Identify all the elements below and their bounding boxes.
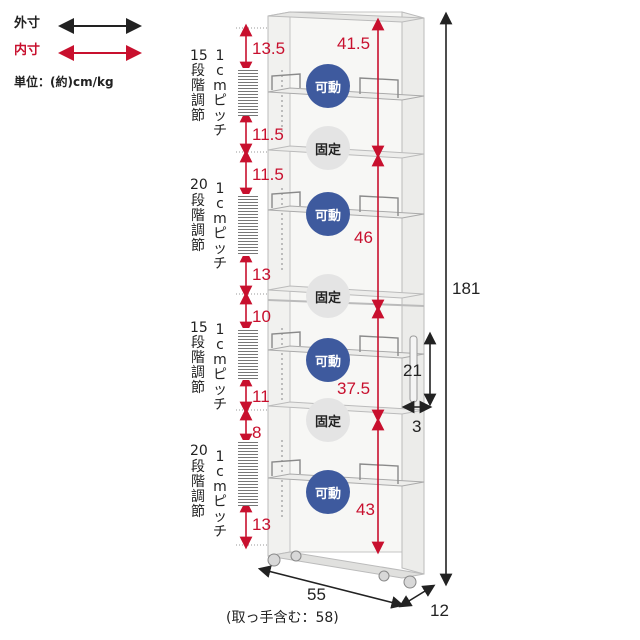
inner-height-3: 37.5 — [337, 379, 371, 398]
side-group-4-count: 20 — [190, 443, 208, 459]
dim-left-5: 10 — [252, 307, 271, 326]
side-group-2-pitch: 1cmピッチ — [213, 181, 227, 272]
rack-top-board — [267, 11, 425, 23]
inner-height-2: 46 — [354, 228, 373, 247]
inner-height-4: 43 — [356, 500, 375, 519]
handle-height: 21 — [403, 361, 422, 380]
dim-left-6: 11 — [252, 387, 270, 406]
pitch-ladder-4 — [238, 440, 258, 506]
dim-left-2: 11.5 — [252, 125, 284, 144]
badge-movable-4: 可動 — [306, 470, 350, 514]
badge-fixed-1: 固定 — [306, 126, 350, 170]
unit-label: 単位：(約)cm/kg — [14, 75, 114, 89]
outer-height: 181 — [452, 279, 481, 298]
pitch-ladder-3 — [238, 328, 258, 380]
outer-width: 55 — [307, 585, 326, 604]
side-group-4-pitch: 1cmピッチ — [213, 449, 227, 540]
badge-fixed-3: 固定 — [306, 398, 350, 442]
outer-width-with-handle: (取っ手含む：58) — [226, 610, 339, 626]
handle-depth: 3 — [412, 417, 422, 436]
badge-movable-2: 可動 — [306, 192, 350, 236]
legend-outer-label: 外寸 — [14, 16, 41, 31]
pitch-ladder-1 — [238, 68, 258, 116]
side-group-4-step: 段階調節 — [191, 459, 205, 520]
side-group-3-count: 15 — [190, 320, 208, 336]
badge-movable-3: 可動 — [306, 338, 350, 382]
side-group-3-step: 段階調節 — [191, 335, 205, 396]
outer-depth: 12 — [430, 601, 449, 620]
legend-inner-label: 内寸 — [14, 43, 41, 58]
dim-left-7: 8 — [252, 423, 262, 442]
side-group-1-step: 段階調節 — [191, 63, 205, 124]
dim-left-1: 13.5 — [252, 39, 286, 58]
inner-height-1: 41.5 — [337, 34, 371, 53]
pitch-ladder-2 — [238, 194, 258, 256]
side-group-1-count: 15 — [190, 48, 208, 64]
side-group-2-count: 20 — [190, 177, 208, 193]
badge-movable-1: 可動 — [306, 64, 350, 108]
dim-left-3: 11.5 — [252, 165, 284, 184]
badge-fixed-2: 固定 — [306, 274, 350, 318]
side-group-2-step: 段階調節 — [191, 193, 205, 254]
outer-dim-arrows — [257, 11, 453, 609]
dim-left-4: 13 — [252, 265, 271, 284]
side-group-3-pitch: 1cmピッチ — [213, 322, 227, 413]
side-group-1-pitch: 1cmピッチ — [213, 48, 227, 139]
dim-left-8: 13 — [252, 515, 271, 534]
